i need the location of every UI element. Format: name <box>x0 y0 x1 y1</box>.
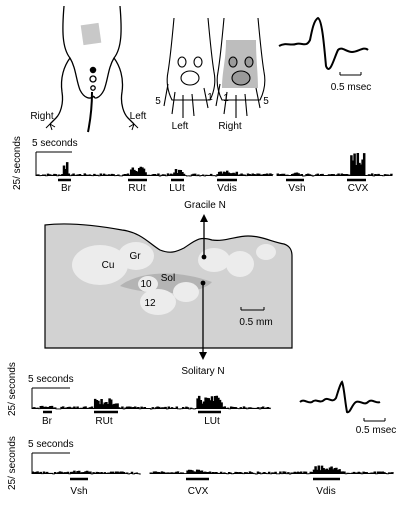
hist-a-calibration <box>31 387 70 409</box>
hist-top-rate-label: 25/ seconds <box>12 136 23 190</box>
region-label-sol: Sol <box>161 273 175 284</box>
spike-scale-label-bottom: 0.5 msec <box>356 425 397 436</box>
spike-count-trace <box>35 162 274 177</box>
stim-label-vdis-top: Vdis <box>217 183 236 194</box>
stim-label-br-top: Br <box>61 183 72 194</box>
hist-a-trace <box>31 395 272 410</box>
hist-b-calibration <box>31 452 70 474</box>
stim-label-rut-a: RUt <box>95 416 112 427</box>
gracile-arrow <box>200 214 208 260</box>
hist-top-calibration <box>35 151 72 176</box>
solitary-label: Solitary N <box>181 366 224 377</box>
gracile-label: Gracile N <box>184 200 226 211</box>
hist-top-trace-1 <box>35 162 274 177</box>
paw-illustrations <box>163 17 266 118</box>
paw-digit-1-right: 1 <box>223 93 229 104</box>
stim-label-br-a: Br <box>42 416 53 427</box>
spike-count-trace <box>149 465 394 475</box>
paw-label-left: Left <box>172 121 189 132</box>
stim-label-vsh-b: Vsh <box>70 486 87 497</box>
spike-count-trace <box>276 152 393 177</box>
stim-label-vsh-top: Vsh <box>288 183 305 194</box>
region-label-gr: Gr <box>129 251 141 262</box>
hist-b-rate-label: 25/ seconds <box>7 436 18 490</box>
paw-digit-5-right: 5 <box>263 96 269 107</box>
spike-scale-label-top: 0.5 msec <box>331 82 372 93</box>
region-label-10: 10 <box>140 279 152 290</box>
paw-digit-1-left: 1 <box>207 92 213 103</box>
paw-label-right: Right <box>218 121 242 132</box>
anus-marker <box>89 66 97 74</box>
stim-label-lut-a: LUt <box>204 416 220 427</box>
spike-count-trace <box>31 395 272 410</box>
stim-label-cvx-b: CVX <box>188 486 209 497</box>
hist-b-trace-1 <box>31 470 141 475</box>
solitary-arrow <box>199 280 207 360</box>
stim-label-lut-top: LUt <box>169 183 185 194</box>
spike-count-trace <box>31 470 141 475</box>
stim-label-vdis-b: Vdis <box>316 486 335 497</box>
brainstem-regions <box>72 242 276 315</box>
shaved-patch <box>80 22 102 46</box>
stim-label-rut-top: RUt <box>128 183 145 194</box>
region-label-cu: Cu <box>102 260 115 271</box>
spike-scale-bar-bottom <box>363 418 386 422</box>
spike-waveform-top <box>278 16 369 70</box>
spike-waveform-bottom <box>299 380 381 414</box>
region-label-12: 12 <box>144 298 156 309</box>
hist-b-time-label: 5 seconds <box>28 439 74 450</box>
stim-label-cvx-top: CVX <box>348 183 369 194</box>
hist-top-time-label: 5 seconds <box>32 138 78 149</box>
section-scale-label: 0.5 mm <box>239 317 272 328</box>
rat-hindquarters-illustration <box>45 5 139 133</box>
rat-label-right: Right <box>30 111 54 122</box>
hist-a-time-label: 5 seconds <box>28 374 74 385</box>
paw-digit-5-left: 5 <box>155 96 161 107</box>
hist-b-trace-2 <box>149 465 394 475</box>
hist-top-trace-2 <box>276 152 393 177</box>
genital-marker <box>89 75 97 83</box>
hist-a-rate-label: 25/ seconds <box>7 362 18 416</box>
section-scale-bar <box>240 307 265 311</box>
rat-label-left: Left <box>130 111 147 122</box>
